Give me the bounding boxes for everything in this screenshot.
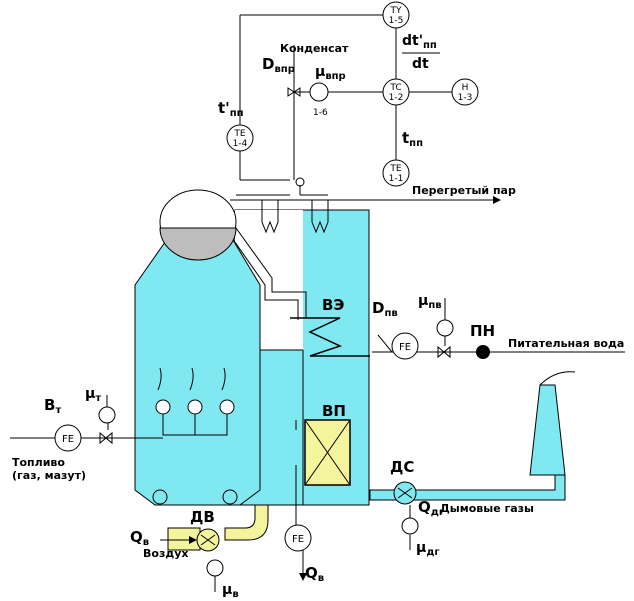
dt-denominator: dt xyxy=(412,56,429,72)
svg-text:1-1: 1-1 xyxy=(389,174,404,184)
svg-text:1-2: 1-2 xyxy=(389,93,404,103)
svg-text:FE: FE xyxy=(62,434,74,445)
mu-pv-indicator xyxy=(436,319,454,337)
fuel-label: Топливо xyxy=(12,456,65,469)
mu-v-symbol: μв xyxy=(222,582,239,600)
svg-text:FE: FE xyxy=(292,534,304,545)
svg-text:TE: TE xyxy=(233,129,245,139)
chimney xyxy=(369,371,576,501)
feed-water-label: Питательная вода xyxy=(508,337,624,350)
mu-pv-symbol: μпв xyxy=(418,293,442,311)
instrument-h13: H 1-3 xyxy=(451,78,479,106)
q-dg-symbol: Qдг xyxy=(418,498,444,518)
instrument-ty15: TY 1-5 xyxy=(382,1,410,29)
instrument-te14: TE 1-4 xyxy=(226,124,254,152)
superheated-steam-label: Перегретый пар xyxy=(412,184,516,197)
instrument-te11: TE 1-1 xyxy=(382,159,410,187)
blower-fan xyxy=(160,528,220,552)
steam-drum xyxy=(159,189,237,261)
svg-text:FE: FE xyxy=(399,342,411,353)
instrument-mu-vpr: 1-6 xyxy=(309,82,329,118)
air-heater-label: ВП xyxy=(322,402,346,420)
instrument-fe-fuel: FE xyxy=(54,424,82,452)
svg-text:1-6: 1-6 xyxy=(313,108,328,118)
smoke-exhauster xyxy=(393,481,417,505)
blower-fan-label: ДВ xyxy=(190,508,215,526)
furnace xyxy=(134,234,261,506)
instrument-fe-pv: FE xyxy=(391,332,419,360)
q-v-left-symbol: Qв xyxy=(130,528,149,548)
svg-text:1-3: 1-3 xyxy=(458,93,473,103)
t-pp-symbol: tпп xyxy=(402,129,423,149)
d-vpr-symbol: Dвпр xyxy=(262,55,295,75)
instrument-fe-air: FE xyxy=(284,524,312,552)
mu-t-indicator xyxy=(98,406,116,424)
mu-v-indicator xyxy=(206,559,224,577)
instrument-tc12: TC 1-2 xyxy=(382,78,410,106)
svg-text:H: H xyxy=(462,83,469,93)
air-label: Воздух xyxy=(143,547,188,560)
economizer-coil xyxy=(290,317,370,357)
condensate-label: Конденсат xyxy=(280,42,349,55)
svg-text:TC: TC xyxy=(389,83,401,93)
mu-t-symbol: μт xyxy=(85,386,101,404)
dt-numerator: dt'пп xyxy=(402,33,437,51)
q-v-bottom-symbol: Qв xyxy=(305,564,324,584)
feed-pump-label: ПН xyxy=(470,322,495,340)
svg-text:TE: TE xyxy=(389,164,401,174)
fuel-type-label: (газ, мазут) xyxy=(12,469,86,482)
mu-dg-indicator xyxy=(401,517,419,535)
control-lines xyxy=(106,14,452,592)
d-pv-symbol: Dпв xyxy=(372,299,398,319)
mu-dg-symbol: μдг xyxy=(416,540,440,558)
superheater xyxy=(230,194,501,234)
mu-vpr-symbol: μвпр xyxy=(315,64,346,82)
burners xyxy=(155,367,235,436)
svg-text:1-4: 1-4 xyxy=(233,139,248,149)
t-pp-prime-symbol: t'пп xyxy=(218,99,244,119)
svg-text:TY: TY xyxy=(390,6,402,16)
b-t-symbol: Bт xyxy=(44,396,61,416)
economizer-label: ВЭ xyxy=(322,296,344,314)
air-heater xyxy=(304,419,351,486)
flue-gases-label: Дымовые газы xyxy=(440,502,534,515)
svg-text:1-5: 1-5 xyxy=(389,16,404,26)
smoke-exhauster-label: ДС xyxy=(390,458,414,476)
